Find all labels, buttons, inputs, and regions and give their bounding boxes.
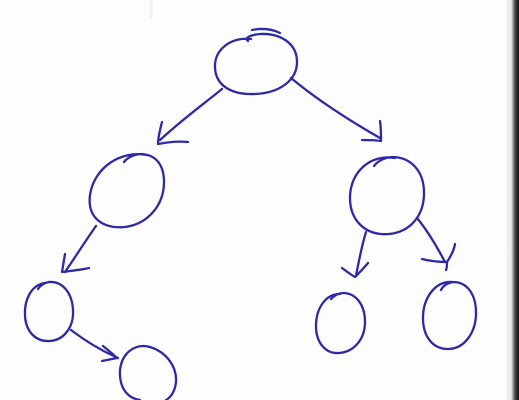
edge-leftleft-leftleftright-arrowhead: [100, 344, 119, 363]
edge-right-rightleft: [340, 230, 370, 279]
edge-right-rightleft-line: [354, 230, 368, 278]
node-root-tail: [250, 27, 282, 35]
edge-leftleft-leftleftright: [69, 328, 120, 363]
node-right-child-circle: [348, 155, 426, 236]
edge-right-rightright-arrowhead: [420, 242, 457, 272]
edge-right-rightright: [415, 216, 457, 272]
edge-left-leftleft-line: [63, 224, 98, 274]
node-left-left-right: [118, 344, 178, 400]
node-left-left-right-circle: [118, 344, 178, 400]
node-right-left: [314, 291, 367, 355]
edge-root-left-arrowhead: [156, 120, 190, 146]
edge-root-right-arrowhead: [360, 119, 383, 143]
node-right-right: [421, 280, 478, 351]
edge-right-rightright-line: [415, 216, 447, 264]
node-left-left-circle: [23, 280, 75, 343]
edge-right-rightleft-arrowhead: [340, 261, 370, 279]
paper-right-edge: [506, 0, 519, 400]
node-root-circle: [213, 32, 299, 96]
edge-left-leftleft: [60, 224, 98, 274]
node-right-right-circle: [421, 280, 478, 351]
paper-fold-mark: [150, 0, 153, 18]
edge-root-right: [289, 76, 383, 143]
node-left-left: [23, 280, 75, 343]
edge-root-left-line: [158, 87, 224, 142]
edge-root-right-line: [289, 76, 382, 140]
node-root: [213, 27, 299, 96]
node-right-child: [348, 155, 426, 236]
edge-left-leftleft-arrowhead: [60, 252, 91, 274]
edge-root-left: [156, 87, 224, 146]
node-left-child: [88, 152, 166, 229]
node-left-child-circle: [88, 152, 166, 229]
node-right-left-circle: [314, 291, 367, 355]
